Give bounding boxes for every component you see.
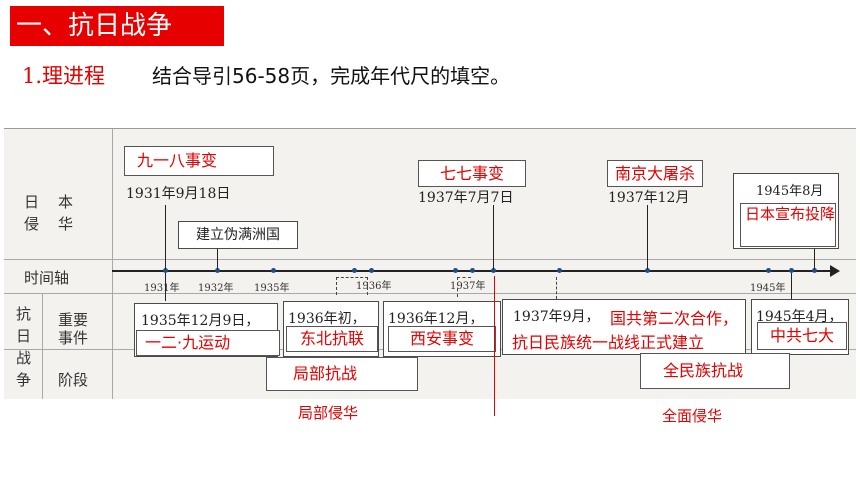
event-date-1931: 1931年9月18日 xyxy=(126,186,231,202)
event-date-1937-7: 1937年7月7日 xyxy=(418,190,514,206)
column-divider xyxy=(42,293,43,399)
event-date-1945-4: 1945年4月， xyxy=(756,309,843,325)
axis-year: 1937年 xyxy=(450,281,486,292)
event-stem xyxy=(165,273,166,301)
event-stem xyxy=(493,205,494,269)
label-japan-2: 侵 xyxy=(24,215,40,233)
axis-point xyxy=(812,268,817,273)
event-box-manchukuo: 建立伪满洲国 xyxy=(178,221,298,249)
label-war-3: 战 xyxy=(16,349,32,367)
stage-box-partial[interactable]: 局部抗战 xyxy=(266,357,418,391)
bracket-dashed xyxy=(336,277,368,295)
subtitle-text: 结合导引56-58页，完成年代尺的填空。 xyxy=(152,64,511,88)
axis-point xyxy=(163,268,168,273)
event-date-1937-12: 1937年12月 xyxy=(608,190,690,206)
axis-point xyxy=(645,268,650,273)
axis-point xyxy=(453,268,458,273)
event-date-1937-9: 1937年9月， xyxy=(513,309,600,325)
event-stem xyxy=(165,205,166,269)
answer-box-918[interactable]: 九一八事变 xyxy=(124,146,274,176)
axis-point xyxy=(271,268,276,273)
axis-year: 1932年 xyxy=(198,283,234,294)
answer-box-77[interactable]: 七七事变 xyxy=(418,160,526,187)
label-war-2: 日 xyxy=(16,327,32,345)
label-war-1: 抗 xyxy=(16,305,32,323)
axis-arrow-icon xyxy=(830,265,840,277)
row-divider xyxy=(4,259,856,260)
label-war-4: 争 xyxy=(16,371,32,389)
row-divider xyxy=(4,293,856,294)
stage-note-full: 全面侵华 xyxy=(662,407,723,425)
axis-point xyxy=(369,268,374,273)
event-stem xyxy=(647,205,648,269)
label-china-1: 本 xyxy=(58,193,74,211)
subtitle-number: 1.理进程 xyxy=(22,64,106,88)
axis-point xyxy=(470,268,475,273)
event-stem xyxy=(791,273,792,301)
label-china-2: 华 xyxy=(58,215,74,233)
answer-box-dongbei[interactable]: 东北抗联 xyxy=(286,326,378,352)
stage-divider-line xyxy=(494,276,495,416)
answer-box-surrender[interactable]: 日本宣布投降 xyxy=(740,203,836,247)
axis-point xyxy=(789,268,794,273)
label-events-2: 事件 xyxy=(58,329,89,347)
answer-box-7th-congress[interactable]: 中共七大 xyxy=(757,322,847,350)
event-stem xyxy=(217,249,218,269)
label-stage: 阶段 xyxy=(58,371,89,389)
stage-box-full[interactable]: 全民族抗战 xyxy=(640,353,790,389)
axis-point xyxy=(766,268,771,273)
axis-point xyxy=(557,268,562,273)
axis-year: 1936年 xyxy=(356,281,392,292)
axis-year: 1931年 xyxy=(144,283,180,294)
stage-note-partial: 局部侵华 xyxy=(298,404,359,422)
label-timeline: 时间轴 xyxy=(24,269,70,287)
section-title: 一、抗日战争 xyxy=(10,6,224,46)
axis-point xyxy=(352,268,357,273)
label-japan-1: 日 xyxy=(24,193,40,211)
axis-year: 1945年 xyxy=(750,283,786,294)
event-box-1937-9: 1937年9月， xyxy=(502,299,746,355)
axis-point xyxy=(491,268,496,273)
bracket-dashed xyxy=(556,277,558,299)
axis-year: 1935年 xyxy=(254,283,290,294)
event-date-1945-8: 1945年8月 xyxy=(756,184,824,199)
column-divider xyxy=(112,129,113,399)
answer-text-coop: 国共第二次合作， xyxy=(610,309,739,328)
answer-box-xian[interactable]: 西安事变 xyxy=(388,326,496,352)
event-date-1935-12: 1935年12月9日， xyxy=(141,313,260,329)
event-date-1936-early: 1936年初， xyxy=(288,311,366,327)
label-events-1: 重要 xyxy=(58,311,89,329)
event-stem xyxy=(814,249,815,269)
answer-box-1209[interactable]: 一二·九运动 xyxy=(136,330,280,356)
axis-point xyxy=(215,268,220,273)
answer-box-nanjing[interactable]: 南京大屠杀 xyxy=(607,160,703,187)
bracket-dashed xyxy=(457,277,471,297)
answer-text-front: 抗日民族统一战线正式建立 xyxy=(512,333,705,352)
event-date-1936-12: 1936年12月， xyxy=(388,311,484,327)
